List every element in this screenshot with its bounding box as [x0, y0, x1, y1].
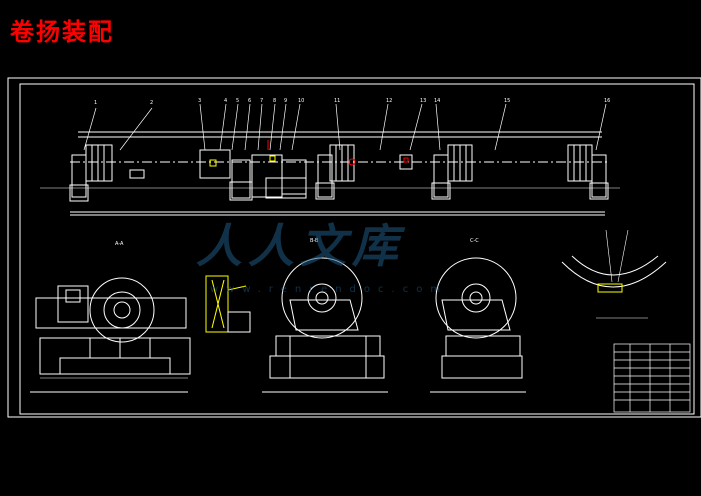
section-d-view: C-C [430, 238, 526, 393]
svg-text:1: 1 [94, 100, 97, 106]
watermark: 人人文库 [196, 219, 404, 273]
svg-text:15: 15 [504, 98, 510, 104]
detail-b-view [205, 275, 251, 333]
svg-text:B-B: B-B [310, 238, 319, 244]
svg-text:12: 12 [386, 98, 392, 104]
svg-text:3: 3 [198, 98, 201, 104]
svg-text:11: 11 [334, 98, 340, 104]
svg-text:10: 10 [298, 98, 304, 104]
svg-text:4: 4 [224, 98, 227, 104]
inner-frame [19, 83, 695, 415]
svg-text:9: 9 [284, 98, 287, 104]
section-a-view: A-A [30, 241, 191, 393]
section-c-view: B-B [262, 238, 388, 393]
watermark-url: www.renrendoc.com [210, 284, 449, 295]
svg-text:A-A: A-A [115, 241, 124, 247]
svg-text:C-C: C-C [470, 238, 479, 244]
svg-text:14: 14 [434, 98, 440, 104]
svg-text:13: 13 [420, 98, 426, 104]
svg-text:2: 2 [150, 100, 153, 106]
outer-frame [7, 77, 701, 418]
svg-text:6: 6 [248, 98, 251, 104]
svg-text:5: 5 [236, 98, 239, 104]
svg-text:16: 16 [604, 98, 610, 104]
arc-detail-view [561, 229, 667, 319]
svg-text:8: 8 [273, 98, 276, 104]
svg-text:7: 7 [260, 98, 263, 104]
page-title: 卷扬装配 [10, 17, 114, 46]
title-block [613, 343, 691, 413]
